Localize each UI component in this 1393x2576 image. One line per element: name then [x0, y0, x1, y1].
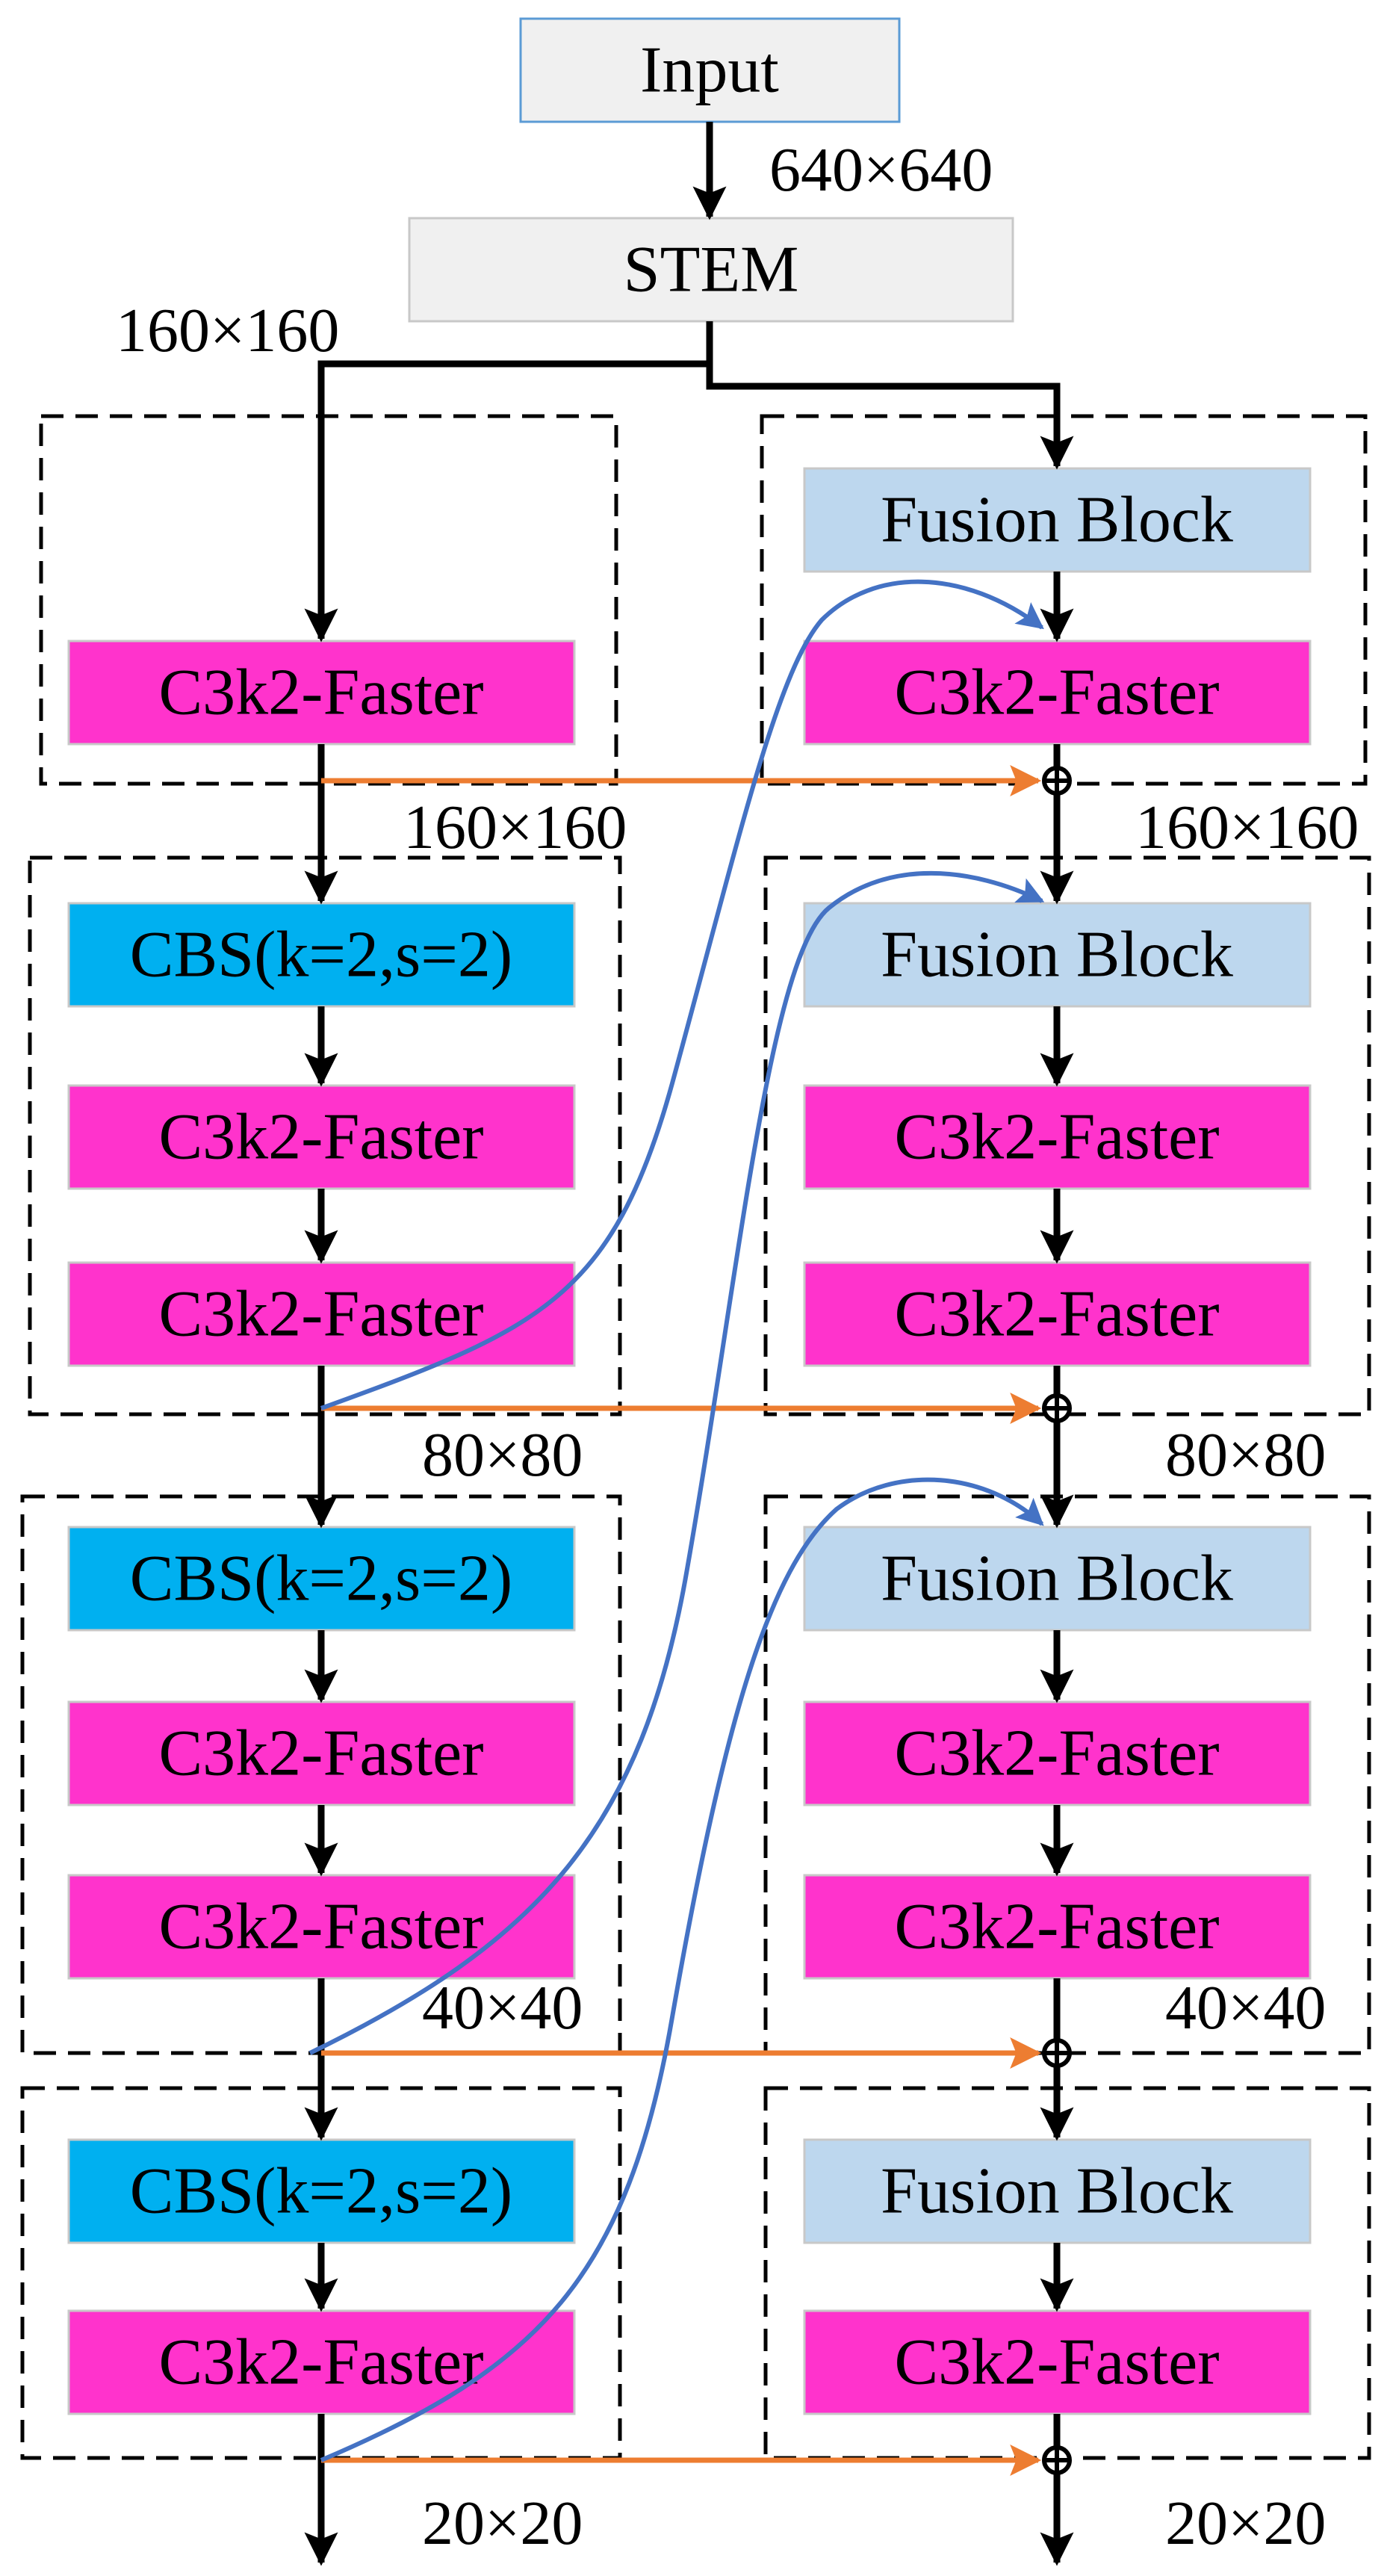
left-stage-2 [28, 855, 622, 1417]
label-stage1-right-res: 160×160 [1135, 793, 1359, 862]
arrow-stem-left [304, 321, 713, 643]
left-s2-c3k2-b: C3k2-Faster [67, 1261, 576, 1367]
block-label: CBS(k=2,s=2) [130, 919, 512, 991]
stem-label: STEM [624, 234, 799, 306]
block-label: C3k2-Faster [894, 657, 1219, 729]
black-arrows [304, 122, 1074, 2566]
left-s4-cbs: CBS(k=2,s=2) [67, 2138, 576, 2244]
block-label: C3k2-Faster [158, 1891, 483, 1963]
input-label: Input [640, 34, 779, 107]
block-label: CBS(k=2,s=2) [130, 1543, 512, 1615]
block-label: C3k2-Faster [158, 1101, 483, 1174]
input-block: Input [519, 17, 901, 123]
right-s2-fusion: Fusion Block [803, 902, 1312, 1008]
block-label: Fusion Block [881, 2155, 1233, 2228]
left-s3-c3k2-a: C3k2-Faster [67, 1700, 576, 1806]
blue-curves [308, 579, 1045, 2462]
block-label: Fusion Block [881, 919, 1233, 991]
block-label: C3k2-Faster [158, 1718, 483, 1790]
add-node-4 [1042, 2445, 1072, 2475]
label-stage4-right-res: 20×20 [1165, 2489, 1326, 2558]
right-s2-c3k2-b: C3k2-Faster [803, 1261, 1312, 1367]
block-label: C3k2-Faster [158, 2326, 483, 2399]
orange-arrows [321, 765, 1042, 2476]
left-column: C3k2-Faster CBS(k=2,s=2) C3k2-Faster C3k… [67, 640, 576, 2415]
right-s1-fusion: Fusion Block [803, 467, 1312, 573]
right-s3-c3k2-b: C3k2-Faster [803, 1874, 1312, 1980]
block-label: CBS(k=2,s=2) [130, 2155, 512, 2228]
label-stem-res: 160×160 [116, 296, 339, 365]
curve-s4-to-r3 [320, 1477, 1044, 2462]
left-stage-1 [39, 414, 618, 786]
block-label: C3k2-Faster [894, 2326, 1219, 2399]
add-nodes [1042, 766, 1072, 2475]
add-node-3 [1042, 2038, 1072, 2068]
left-s2-c3k2-a: C3k2-Faster [67, 1084, 576, 1190]
add-node-2 [1042, 1393, 1072, 1423]
left-s1-c3k2: C3k2-Faster [67, 640, 576, 746]
left-s3-cbs: CBS(k=2,s=2) [67, 1526, 576, 1632]
label-stage3-right-res: 40×40 [1165, 1973, 1326, 2043]
label-stage2-res: 80×80 [422, 1420, 583, 1490]
block-label: C3k2-Faster [894, 1278, 1219, 1351]
label-stage3-res: 40×40 [422, 1973, 583, 2043]
label-input-res: 640×640 [769, 135, 993, 205]
block-label: C3k2-Faster [894, 1101, 1219, 1174]
right-s4-c3k2: C3k2-Faster [803, 2309, 1312, 2415]
block-label: C3k2-Faster [894, 1891, 1219, 1963]
curve-s3-to-r2 [308, 870, 1045, 2055]
label-stage1-res: 160×160 [403, 793, 627, 862]
label-stage4-res: 20×20 [422, 2489, 583, 2558]
arrow-stem-right [706, 321, 1074, 470]
right-s3-fusion: Fusion Block [803, 1526, 1312, 1632]
curve-s2-to-r1 [320, 579, 1044, 1411]
right-s1-c3k2: C3k2-Faster [803, 640, 1312, 746]
right-s2-c3k2-a: C3k2-Faster [803, 1084, 1312, 1190]
block-label: C3k2-Faster [158, 657, 483, 729]
right-s3-c3k2-a: C3k2-Faster [803, 1700, 1312, 1806]
label-stage2-right-res: 80×80 [1165, 1420, 1326, 1490]
add-node-1 [1042, 766, 1072, 796]
block-label: Fusion Block [881, 484, 1233, 557]
left-s3-c3k2-b: C3k2-Faster [67, 1874, 576, 1980]
left-s4-c3k2: C3k2-Faster [67, 2309, 576, 2415]
block-label: C3k2-Faster [158, 1278, 483, 1351]
right-s4-fusion: Fusion Block [803, 2138, 1312, 2244]
input-box [519, 17, 901, 123]
block-label: Fusion Block [881, 1543, 1233, 1615]
stem-block: STEM [408, 217, 1014, 323]
left-s2-cbs: CBS(k=2,s=2) [67, 902, 576, 1008]
block-label: C3k2-Faster [894, 1718, 1219, 1790]
resolution-labels: 640×640 160×160 160×160 160×160 80×80 80… [116, 135, 1359, 2558]
